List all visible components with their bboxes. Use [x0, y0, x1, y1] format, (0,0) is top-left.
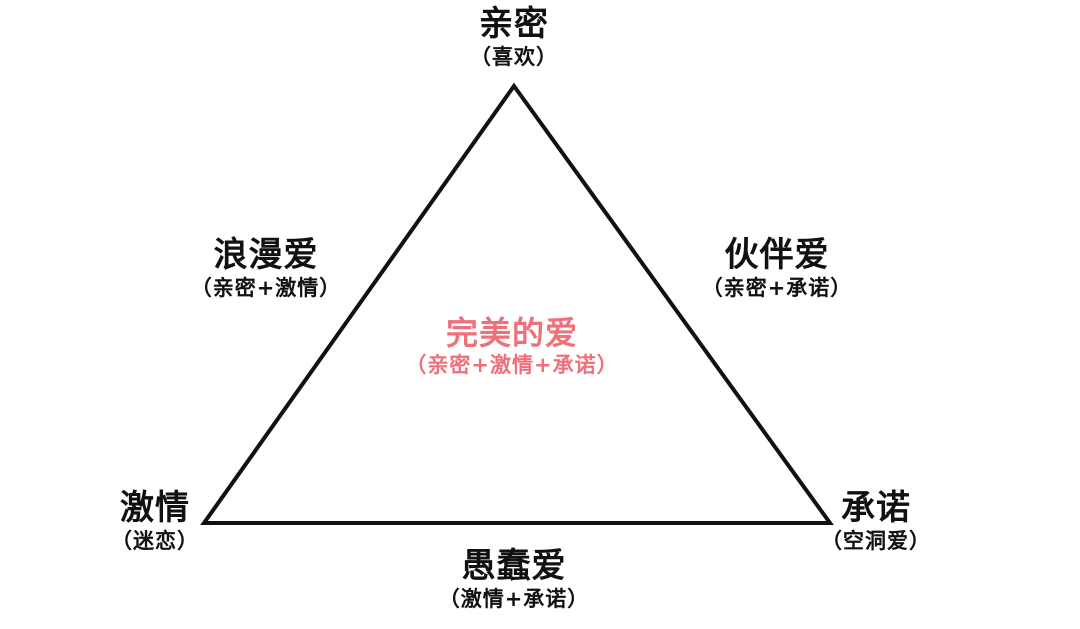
edge-romantic-love-title: 浪漫爱 [213, 235, 319, 275]
edge-fatuous-love-title: 愚蠢爱 [461, 546, 567, 586]
center-consummate-love-title: 完美的爱 [445, 314, 579, 352]
vertex-intimacy-subtitle: （喜欢） [470, 45, 558, 69]
edge-companionate-love-subtitle: （亲密+承诺） [701, 276, 853, 300]
vertex-intimacy: 亲密 （喜欢） [470, 4, 558, 70]
vertex-passion-subtitle: （迷恋） [111, 529, 199, 553]
edge-romantic-love-subtitle: （亲密+激情） [190, 276, 342, 300]
vertex-passion: 激情 （迷恋） [111, 488, 199, 554]
vertex-commitment-title: 承诺 [841, 488, 911, 528]
edge-fatuous-love-subtitle: （激情+承诺） [438, 587, 590, 611]
vertex-commitment-subtitle: （空洞爱） [821, 529, 931, 553]
center-consummate-love-subtitle: （亲密+激情+承诺） [405, 353, 619, 377]
triangle-outline [200, 82, 834, 525]
edge-companionate-love: 伙伴爱 （亲密+承诺） [702, 235, 853, 301]
vertex-intimacy-title: 亲密 [479, 4, 549, 44]
center-consummate-love: 完美的爱 （亲密+激情+承诺） [405, 314, 618, 378]
vertex-commitment: 承诺 （空洞爱） [821, 488, 931, 554]
vertex-passion-title: 激情 [120, 488, 190, 528]
edge-fatuous-love: 愚蠢爱 （激情+承诺） [439, 546, 590, 612]
edge-romantic-love: 浪漫爱 （亲密+激情） [191, 235, 342, 301]
edge-companionate-love-title: 伙伴爱 [724, 235, 830, 275]
